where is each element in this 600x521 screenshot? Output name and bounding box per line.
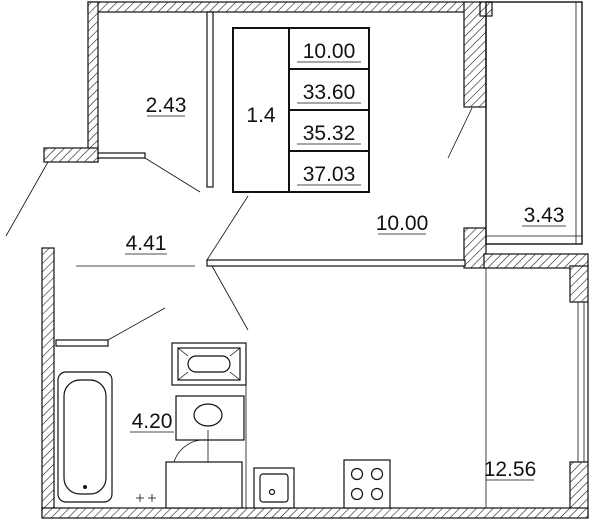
area-corridor: 4.41 (126, 232, 167, 255)
area-storage: 2.43 (146, 94, 187, 117)
info-value-1: 10.00 (303, 40, 356, 63)
area-room: 10.00 (376, 212, 429, 235)
interior-partitions (55, 1, 589, 508)
toilet-icon (175, 395, 245, 441)
radiator-icon (171, 342, 247, 386)
apartment-info-table: 1.4 10.00 33.60 35.32 37.03 (232, 27, 370, 193)
room-labels: 2.43 4.41 10.00 3.43 4.20 12.56 (125, 94, 566, 481)
vent-markers (136, 494, 156, 502)
area-kitchen: 12.56 (484, 458, 537, 481)
stove-icon (343, 459, 391, 509)
washing-machine-icon (165, 439, 243, 509)
area-balcony: 3.43 (524, 204, 565, 227)
info-value-3: 35.32 (303, 122, 356, 145)
info-value-4: 37.03 (303, 163, 356, 186)
sink-icon (253, 467, 295, 509)
door-swings (5, 107, 487, 508)
info-value-2: 33.60 (303, 81, 356, 104)
bathtub-icon (57, 371, 113, 503)
apartment-type-code: 1.4 (246, 104, 276, 127)
area-bathroom: 4.20 (132, 410, 173, 433)
